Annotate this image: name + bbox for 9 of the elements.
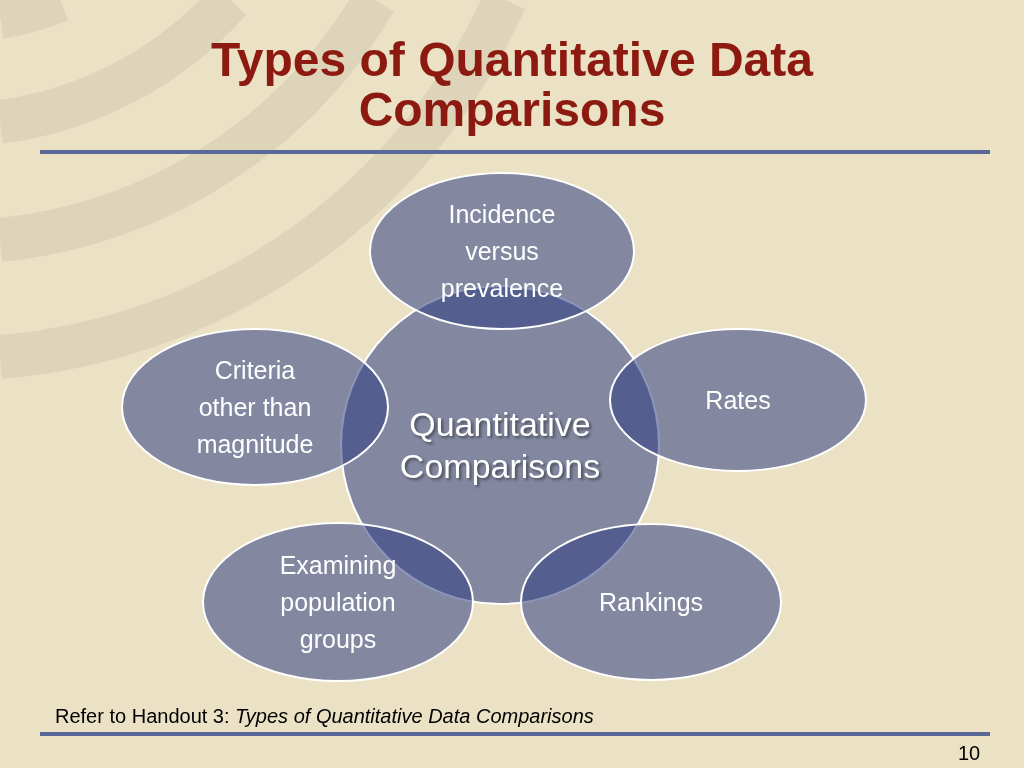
node-label: Examining population groups: [278, 549, 398, 655]
node-label: Incidence versus prevalence: [439, 198, 565, 304]
node-label: Criteria other than magnitude: [195, 354, 315, 460]
slide-title: Types of Quantitative Data Comparisons: [210, 35, 815, 135]
node-label: Rankings: [598, 586, 704, 618]
handout-reference: Refer to Handout 3: Types of Quantitative Data Comparisons: [55, 704, 594, 728]
node-label: Quantitative Comparisons: [398, 404, 602, 487]
node-label: Rates: [705, 384, 771, 416]
page-number: 10: [958, 741, 981, 765]
